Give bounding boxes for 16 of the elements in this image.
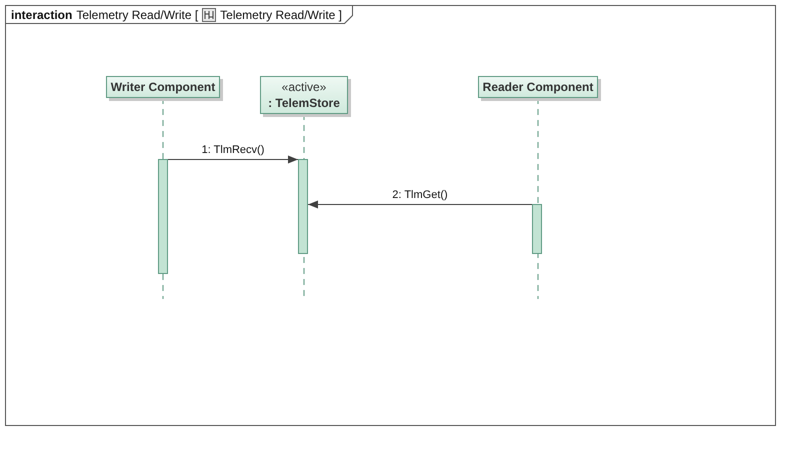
stereotype: «active»	[280, 79, 328, 95]
lifeline-head: Writer Component	[106, 76, 220, 98]
lifeline-name: : TelemStore	[267, 95, 341, 111]
lifeline-head: Reader Component	[478, 76, 598, 98]
lifeline-head	[260, 76, 348, 114]
frame-name: Telemetry Read/Write ]	[220, 8, 342, 22]
activation-bar	[298, 159, 308, 254]
activation-bar	[532, 204, 542, 254]
activation-bar	[158, 159, 168, 274]
frame-keyword: interaction	[11, 8, 72, 22]
message-arrow	[168, 156, 298, 164]
message-label: 2: TlmGet()	[390, 189, 450, 201]
message-label: 1: TlmRecv()	[200, 144, 266, 156]
frame-name: Telemetry Read/Write [	[76, 8, 198, 22]
interaction-frame	[5, 5, 776, 426]
message-arrow	[308, 200, 532, 208]
